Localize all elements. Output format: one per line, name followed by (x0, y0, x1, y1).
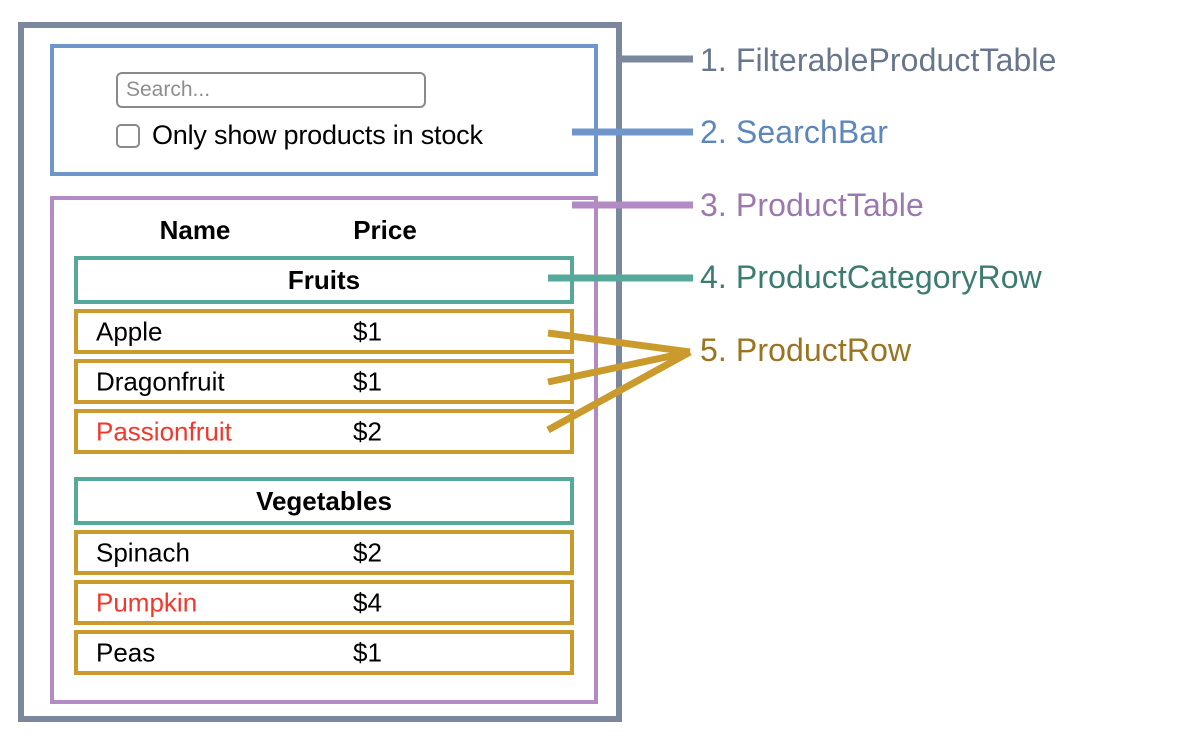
legend-item-filterable-product-table: 1. FilterableProductTable (700, 42, 1057, 78)
product-category-row: Fruits (74, 256, 574, 304)
product-price: $2 (353, 537, 382, 567)
product-row[interactable]: Spinach $2 (74, 530, 574, 575)
product-price: $1 (353, 637, 382, 667)
legend-item-product-table: 3. ProductTable (700, 187, 924, 223)
product-price: $2 (353, 416, 382, 446)
product-table-body: Fruits Apple $1 Dragonfruit $1 Passionfr… (74, 256, 574, 680)
product-category-row: Vegetables (74, 477, 574, 525)
product-name: Pumpkin (96, 587, 198, 617)
product-price: $1 (353, 316, 382, 346)
search-input-wrapper (116, 72, 426, 108)
product-price: $4 (353, 587, 382, 617)
product-name: Spinach (96, 537, 190, 567)
in-stock-checkbox-label: Only show products in stock (152, 120, 483, 150)
product-row[interactable]: Peas $1 (74, 630, 574, 675)
product-price: $1 (353, 366, 382, 396)
product-row[interactable]: Apple $1 (74, 309, 574, 354)
column-header-price: Price (353, 214, 417, 245)
product-category-label: Vegetables (256, 485, 392, 516)
product-row[interactable]: Pumpkin $4 (74, 580, 574, 625)
filterable-product-table-container: Only show products in stock Name Price F… (18, 22, 622, 722)
product-name: Dragonfruit (96, 366, 225, 396)
legend-item-product-row: 5. ProductRow (700, 332, 912, 368)
search-bar-container: Only show products in stock (50, 44, 598, 176)
product-table-header-row: Name Price (54, 210, 594, 250)
legend-item-search-bar: 2. SearchBar (700, 114, 888, 150)
legend-item-product-category-row: 4. ProductCategoryRow (700, 259, 1042, 295)
product-name: Peas (96, 637, 156, 667)
column-header-name: Name (159, 214, 231, 245)
product-row[interactable]: Dragonfruit $1 (74, 359, 574, 404)
in-stock-filter-row[interactable]: Only show products in stock (116, 120, 483, 151)
product-category-label: Fruits (287, 264, 361, 295)
product-name: Passionfruit (96, 416, 232, 446)
product-row[interactable]: Passionfruit $2 (74, 409, 574, 454)
product-table-container: Name Price Fruits Apple $1 Dragonfruit $… (50, 196, 598, 704)
in-stock-checkbox[interactable] (116, 123, 140, 148)
group-spacer (74, 459, 574, 477)
search-input[interactable] (116, 72, 426, 108)
product-name: Apple (96, 316, 163, 346)
